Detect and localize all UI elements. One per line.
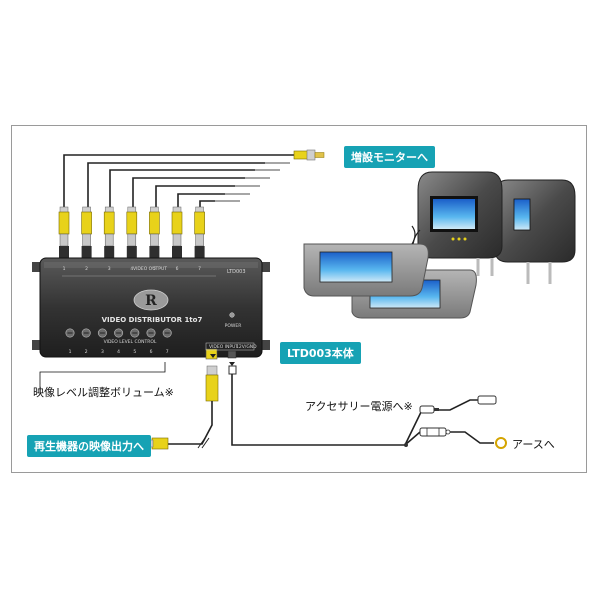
level-channel-number: 2 (85, 349, 88, 355)
volume-label: 映像レベル調整ボリューム※ (33, 386, 174, 399)
rca-connector (81, 206, 92, 258)
distributor-unit (32, 257, 270, 358)
volume-pointer (39, 362, 166, 392)
output-channel-number: 1 (63, 266, 66, 272)
level-knob[interactable] (97, 328, 107, 338)
output-channel-number: 3 (108, 266, 111, 272)
output-channel-number: 2 (85, 266, 88, 272)
level-knob[interactable] (114, 328, 124, 338)
visor-monitor-front (303, 225, 429, 297)
rca-connector (194, 206, 205, 258)
rca-connector (171, 206, 183, 258)
level-channel-number: 4 (117, 349, 120, 355)
rca-connector (58, 206, 70, 258)
unit-callout: LTD003本体 (280, 342, 361, 364)
rca-connector (126, 206, 138, 258)
rca-connector (149, 206, 160, 258)
level-knob[interactable] (162, 328, 172, 338)
headrest-monitor-front (412, 171, 503, 276)
brand-letter: R (145, 293, 157, 309)
level-channel-number: 6 (150, 349, 153, 355)
level-channel-number: 5 (133, 349, 136, 355)
accessory-label: アクセサリー電源へ※ (305, 400, 413, 413)
level-knob[interactable] (81, 328, 91, 338)
output-channel-number: 4 (130, 266, 133, 272)
output-cables (63, 154, 295, 208)
input-cable (144, 365, 219, 450)
level-channel-number: 3 (101, 349, 104, 355)
level-channel-number: 1 (69, 349, 72, 355)
output-channel-number: 6 (176, 266, 179, 272)
output-label: VIDEO OUTPUT (133, 266, 167, 272)
input-label: VIDEO INPUT (209, 344, 238, 350)
monitor-callout: 増設モニターへ (344, 146, 435, 168)
device-name: VIDEO DISTRIBUTOR 1to7 (102, 316, 203, 324)
power-label: POWER (225, 323, 242, 329)
level-knobs (65, 328, 172, 338)
output-connectors (58, 206, 205, 258)
input-jacks (205, 348, 237, 366)
level-knob[interactable] (65, 328, 75, 338)
ground-label: アースへ (512, 438, 555, 451)
level-channel-number: 7 (166, 349, 169, 355)
headrest-monitor-rear (494, 179, 576, 284)
brand-logo (133, 289, 169, 311)
power-port-label: 12V/GND (236, 344, 257, 350)
level-knob[interactable] (146, 328, 156, 338)
level-knob[interactable] (130, 328, 140, 338)
power-led (229, 312, 235, 318)
power-parts (404, 395, 508, 449)
rca-connector (103, 206, 115, 258)
output-cables-shadow (215, 162, 290, 202)
level-control-label: VIDEO LEVEL CONTROL (104, 339, 157, 345)
model-label: LTD003 (227, 269, 246, 275)
output-channel-number: 5 (153, 266, 156, 272)
monitor-rca-plug (293, 149, 325, 161)
source-callout: 再生機器の映像出力へ (27, 435, 151, 457)
output-channel-number: 7 (198, 266, 201, 272)
